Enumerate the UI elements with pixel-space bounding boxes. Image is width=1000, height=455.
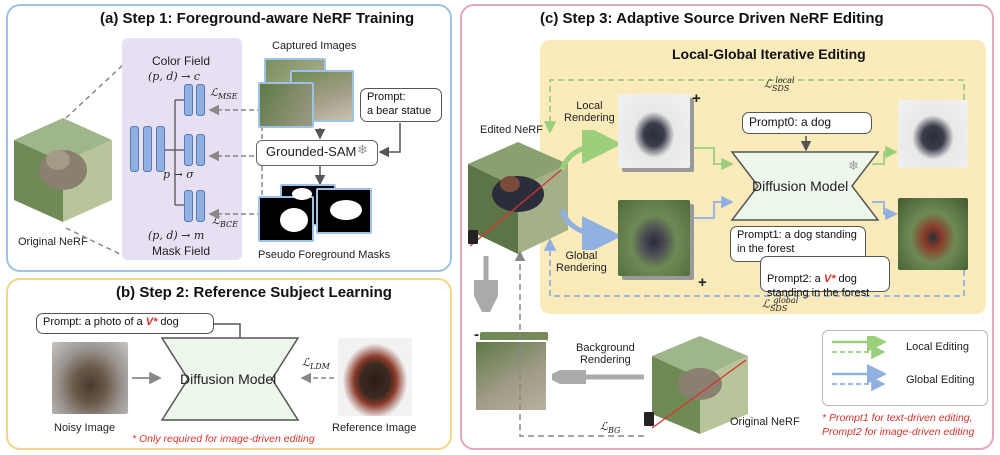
plus-sign: + <box>692 90 701 107</box>
network-layer <box>156 126 165 172</box>
edited-nerf-cube <box>468 142 568 254</box>
diffusion-model-b <box>160 337 300 421</box>
local-render-image <box>618 94 690 168</box>
captured-image <box>258 82 314 128</box>
original-nerf-label-c: Original NeRF <box>730 416 800 428</box>
background-rendering-label: Background Rendering <box>576 342 635 366</box>
original-nerf-cube-c <box>651 336 748 434</box>
step3-title: (c) Step 3: Adaptive Source Driven NeRF … <box>540 10 884 27</box>
network-layer <box>184 84 193 116</box>
network-connections <box>165 99 184 206</box>
plus-sign: + <box>698 274 707 291</box>
global-output-image <box>898 198 968 270</box>
network-layer <box>130 126 139 172</box>
image-driven-note: * Only required for image-driven editing <box>132 433 315 445</box>
grounded-sam-box <box>256 140 378 166</box>
camera-icon <box>644 412 654 426</box>
network-layer <box>184 190 193 222</box>
diffusion-model-c <box>730 151 880 221</box>
mask-shapes <box>280 188 362 232</box>
snowflake-icon: ❄ <box>848 158 859 173</box>
panel-step1 <box>6 4 452 272</box>
prompt-note-2: Prompt2 for image-driven editing <box>822 426 975 438</box>
prompt-note-1: * Prompt1 for text-driven editing, <box>822 412 973 424</box>
background-render-image <box>474 340 548 412</box>
legend-arrows <box>832 336 887 392</box>
bg-loss-loop <box>514 250 644 437</box>
loss-ldm: ℒLDM <box>302 356 330 372</box>
mask-field-label: Mask Field <box>152 244 211 258</box>
color-eq: (p, d) → c <box>148 70 201 83</box>
local-rendering-label: Local Rendering <box>564 100 615 124</box>
global-rendering-label: Global Rendering <box>556 250 607 274</box>
prompt0-box: Prompt0: a dog <box>742 112 872 134</box>
local-global-title: Local-Global Iterative Editing <box>672 46 866 62</box>
background-render-arrow <box>552 370 644 384</box>
legend-global-label: Global Editing <box>906 374 975 386</box>
step2-title: (b) Step 2: Reference Subject Learning <box>116 284 392 301</box>
reference-image-label: Reference Image <box>332 422 417 434</box>
prompt2-box: Prompt2: a V* dog standing in the forest <box>760 256 890 299</box>
camera-icon <box>468 230 478 244</box>
original-nerf-cube-a <box>14 118 112 222</box>
original-nerf-label-a: Original NeRF <box>18 236 88 248</box>
mask-eq: (p, d) → m <box>148 229 205 242</box>
cube-field-connectors <box>65 63 125 257</box>
network-layer <box>143 126 152 172</box>
loss-mse: ℒMSE <box>210 86 238 102</box>
diffusion-label-c: Diffusion Model <box>752 178 849 194</box>
global-render-image <box>618 200 690 276</box>
panel-step2 <box>6 278 452 450</box>
bear-prompt-box: Prompt: a bear statue <box>360 88 442 122</box>
loss-bg: ℒBG <box>600 420 621 436</box>
sigma-eq: p → σ <box>163 168 194 181</box>
pseudo-masks-label: Pseudo Foreground Masks <box>258 249 391 261</box>
sds-global-loss: ℒSDSglobal <box>762 296 799 313</box>
captured-images-label: Captured Images <box>272 40 357 52</box>
legend-local-label: Local Editing <box>906 341 969 353</box>
network-layer <box>196 134 205 166</box>
reference-image <box>338 338 412 416</box>
minus-sign: - <box>474 326 479 343</box>
prompt0-arrow <box>800 136 812 152</box>
network-layer <box>196 190 205 222</box>
captured-image <box>290 70 354 122</box>
diffusion-io-arrows <box>694 145 898 221</box>
ref-to-diffusion-arrow <box>300 372 334 384</box>
loss-bce: ℒBCE <box>212 214 238 230</box>
network-layer <box>184 134 193 166</box>
snowflake-icon: ❄ <box>357 142 368 157</box>
sds-local-loss: ℒSDSlocal <box>764 76 795 93</box>
noisy-image-label: Noisy Image <box>54 422 116 434</box>
noisy-to-diffusion-arrow <box>132 372 162 384</box>
sds-loops <box>543 79 965 297</box>
gray-down-arrow <box>474 256 498 312</box>
color-field-label: Color Field <box>152 54 211 68</box>
legend-box <box>822 330 988 406</box>
field-box <box>122 38 242 260</box>
render-arrows <box>559 130 622 250</box>
step1-title: (a) Step 1: Foreground-aware NeRF Traini… <box>100 10 415 27</box>
v-dog-prompt-box: Prompt: a photo of a V* dog <box>36 313 214 334</box>
step1-arrows <box>314 123 401 186</box>
diffusion-label-b: Diffusion Model <box>180 371 277 387</box>
grounded-sam-label: Grounded-SAM <box>266 144 357 159</box>
noisy-image <box>52 342 128 414</box>
network-layer <box>196 84 205 116</box>
panel-step3 <box>460 4 994 450</box>
edited-nerf-label: Edited NeRF <box>480 124 543 136</box>
local-output-image <box>898 100 968 168</box>
